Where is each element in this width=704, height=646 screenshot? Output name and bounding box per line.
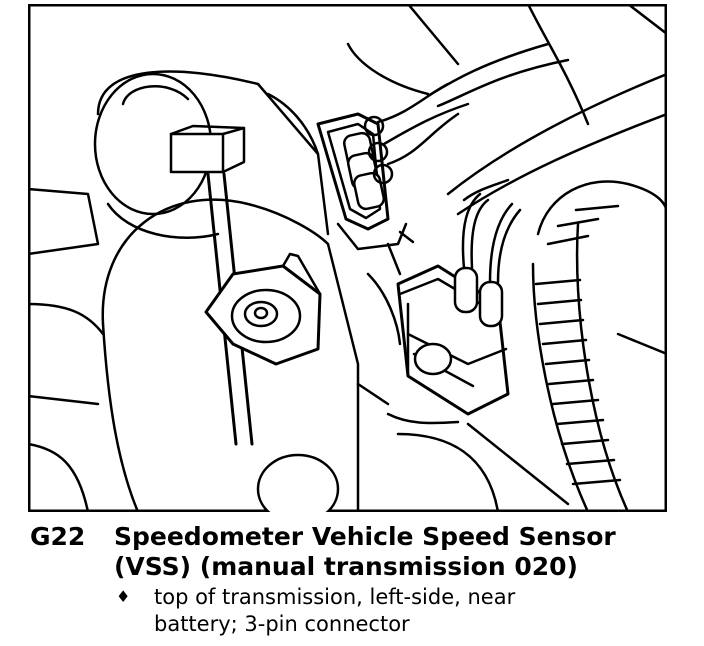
figure-caption: G22 Speedometer Vehicle Speed Sensor (VSS… [30, 522, 690, 637]
location-note-line-2: battery; 3-pin connector [154, 612, 410, 636]
figure-illustration [28, 4, 667, 512]
caption-title-line-1: G22 Speedometer Vehicle Speed Sensor [30, 522, 690, 552]
caption-title-line-2: (VSS) (manual transmission 020) [30, 552, 690, 582]
component-code: G22 [30, 522, 86, 551]
component-title: Speedometer Vehicle Speed Sensor [114, 522, 616, 551]
location-note-line-1: top of transmission, left-side, near [154, 585, 516, 609]
component-title-cont: (VSS) (manual transmission 020) [114, 552, 578, 581]
engine-bay-drawing [28, 4, 667, 512]
location-note: ♦ top of transmission, left-side, near [30, 584, 690, 610]
location-note-cont: battery; 3-pin connector [30, 612, 690, 637]
diamond-bullet-icon: ♦ [116, 587, 131, 606]
